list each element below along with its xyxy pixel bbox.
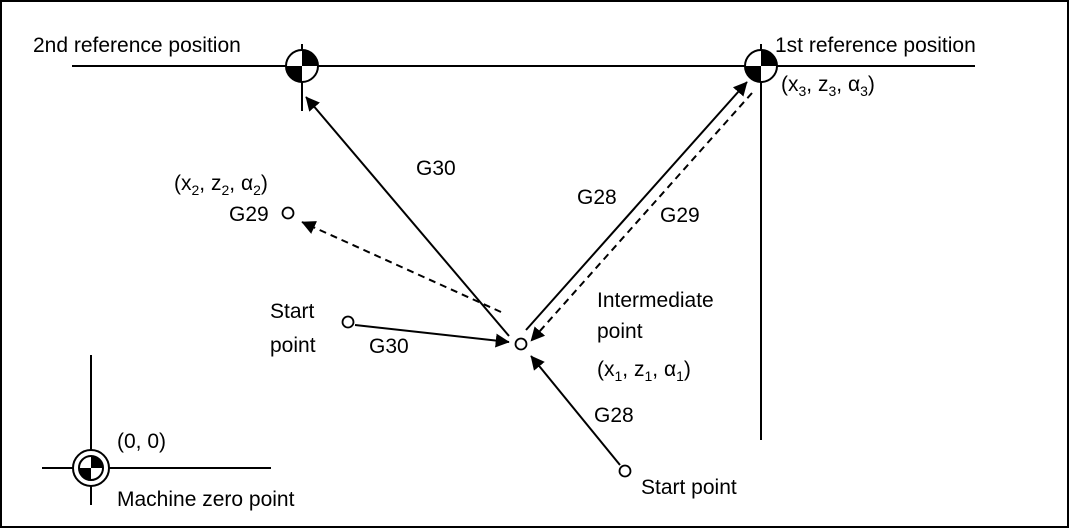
first-ref-coords-label: (x3, z3, α3) (781, 73, 875, 99)
machine-zero-point-label: Machine zero point (117, 488, 295, 511)
intermediate-point-label-line2: point (597, 320, 643, 343)
reference-position-icon (285, 49, 319, 83)
g29-target-code-label: G29 (229, 203, 269, 226)
intermediate-coords-label: (x1, z1, α1) (597, 358, 691, 384)
g29-target-point-icon (281, 206, 295, 220)
machine-zero-icon (72, 449, 110, 487)
g28-arrow-to-first-ref (525, 81, 748, 331)
g30-arrow-from-start (354, 324, 510, 348)
start-point-bottom-icon (618, 464, 632, 478)
reference-position-icon (744, 49, 778, 83)
g28-arrow-from-start (530, 355, 621, 466)
intermediate-point-label-line1: Intermediate (597, 289, 714, 312)
g29-dashed-arrow-from-first-ref (530, 92, 753, 342)
g30-to-second-ref-label: G30 (416, 157, 456, 180)
start-point-left-label-line1: Start (270, 300, 315, 323)
g28-to-first-ref-label: G28 (577, 186, 617, 209)
start-point-left-icon (341, 315, 355, 329)
g30-arrow-to-second-ref (305, 96, 510, 337)
g29-target-coords-label: (x2, z2, α2) (174, 172, 268, 198)
g29-from-first-ref-label: G29 (660, 204, 700, 227)
first-reference-position-label: 1st reference position (775, 34, 976, 57)
g29-dashed-arrow-to-target (301, 221, 502, 313)
start-point-left-label-line2: point (270, 334, 316, 357)
g28-from-start-label: G28 (594, 404, 634, 427)
start-point-bottom-label: Start point (641, 476, 737, 499)
intermediate-point-icon (514, 337, 528, 351)
origin-coords-label: (0, 0) (117, 430, 166, 453)
second-reference-position-label: 2nd reference position (33, 34, 241, 57)
g30-from-start-label: G30 (369, 335, 409, 358)
